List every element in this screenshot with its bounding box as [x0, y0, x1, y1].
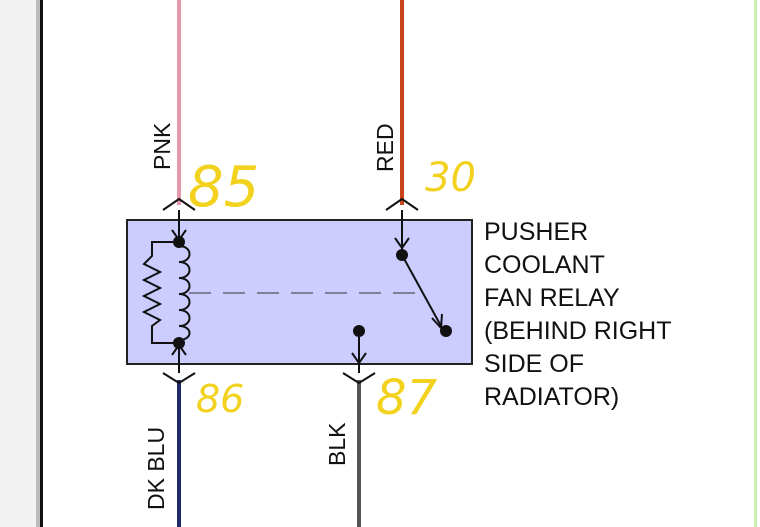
wire-label-red: RED [372, 123, 398, 172]
relay-label-line: COOLANT [484, 251, 605, 279]
switch-blade [401, 254, 442, 327]
relay-label-line: FAN RELAY [484, 284, 620, 312]
pin-number-30: 30 [425, 155, 476, 201]
wire-label-blk: BLK [324, 422, 350, 466]
left-gutter [0, 0, 38, 527]
relay-label-line: (BEHIND RIGHT [484, 317, 672, 345]
pin-number-85: 85 [188, 155, 259, 220]
relay-label: PUSHER COOLANT FAN RELAY (BEHIND RIGHT S… [484, 218, 672, 411]
wire-label-pnk: PNK [149, 122, 175, 170]
resistor-symbol [141, 241, 179, 344]
pin-86-contact [173, 337, 185, 349]
pin-85-contact [173, 236, 185, 248]
pin-87-connector [342, 372, 376, 385]
pin-30-arrow [394, 237, 410, 250]
pin-85-connector [162, 197, 196, 211]
relay-label-line: SIDE OF [484, 350, 584, 378]
pin-number-86: 86 [196, 377, 244, 421]
pin-87-arrow [351, 352, 367, 365]
relay-label-line: PUSHER [484, 218, 588, 246]
relay-label-line: RADIATOR) [484, 383, 619, 411]
pin-86-connector [162, 372, 196, 385]
coil-symbol [178, 245, 191, 341]
left-frame-border [40, 0, 43, 527]
pin-number-87: 87 [376, 370, 438, 426]
pin-30-contact [396, 249, 408, 261]
pin-87-contact [353, 325, 365, 337]
left-frame-shadow [36, 0, 40, 527]
wire-label-dk-blu: DK BLU [143, 427, 169, 510]
pin-30-connector [385, 197, 419, 211]
right-frame-border [754, 0, 757, 527]
switch-contact [440, 325, 452, 337]
